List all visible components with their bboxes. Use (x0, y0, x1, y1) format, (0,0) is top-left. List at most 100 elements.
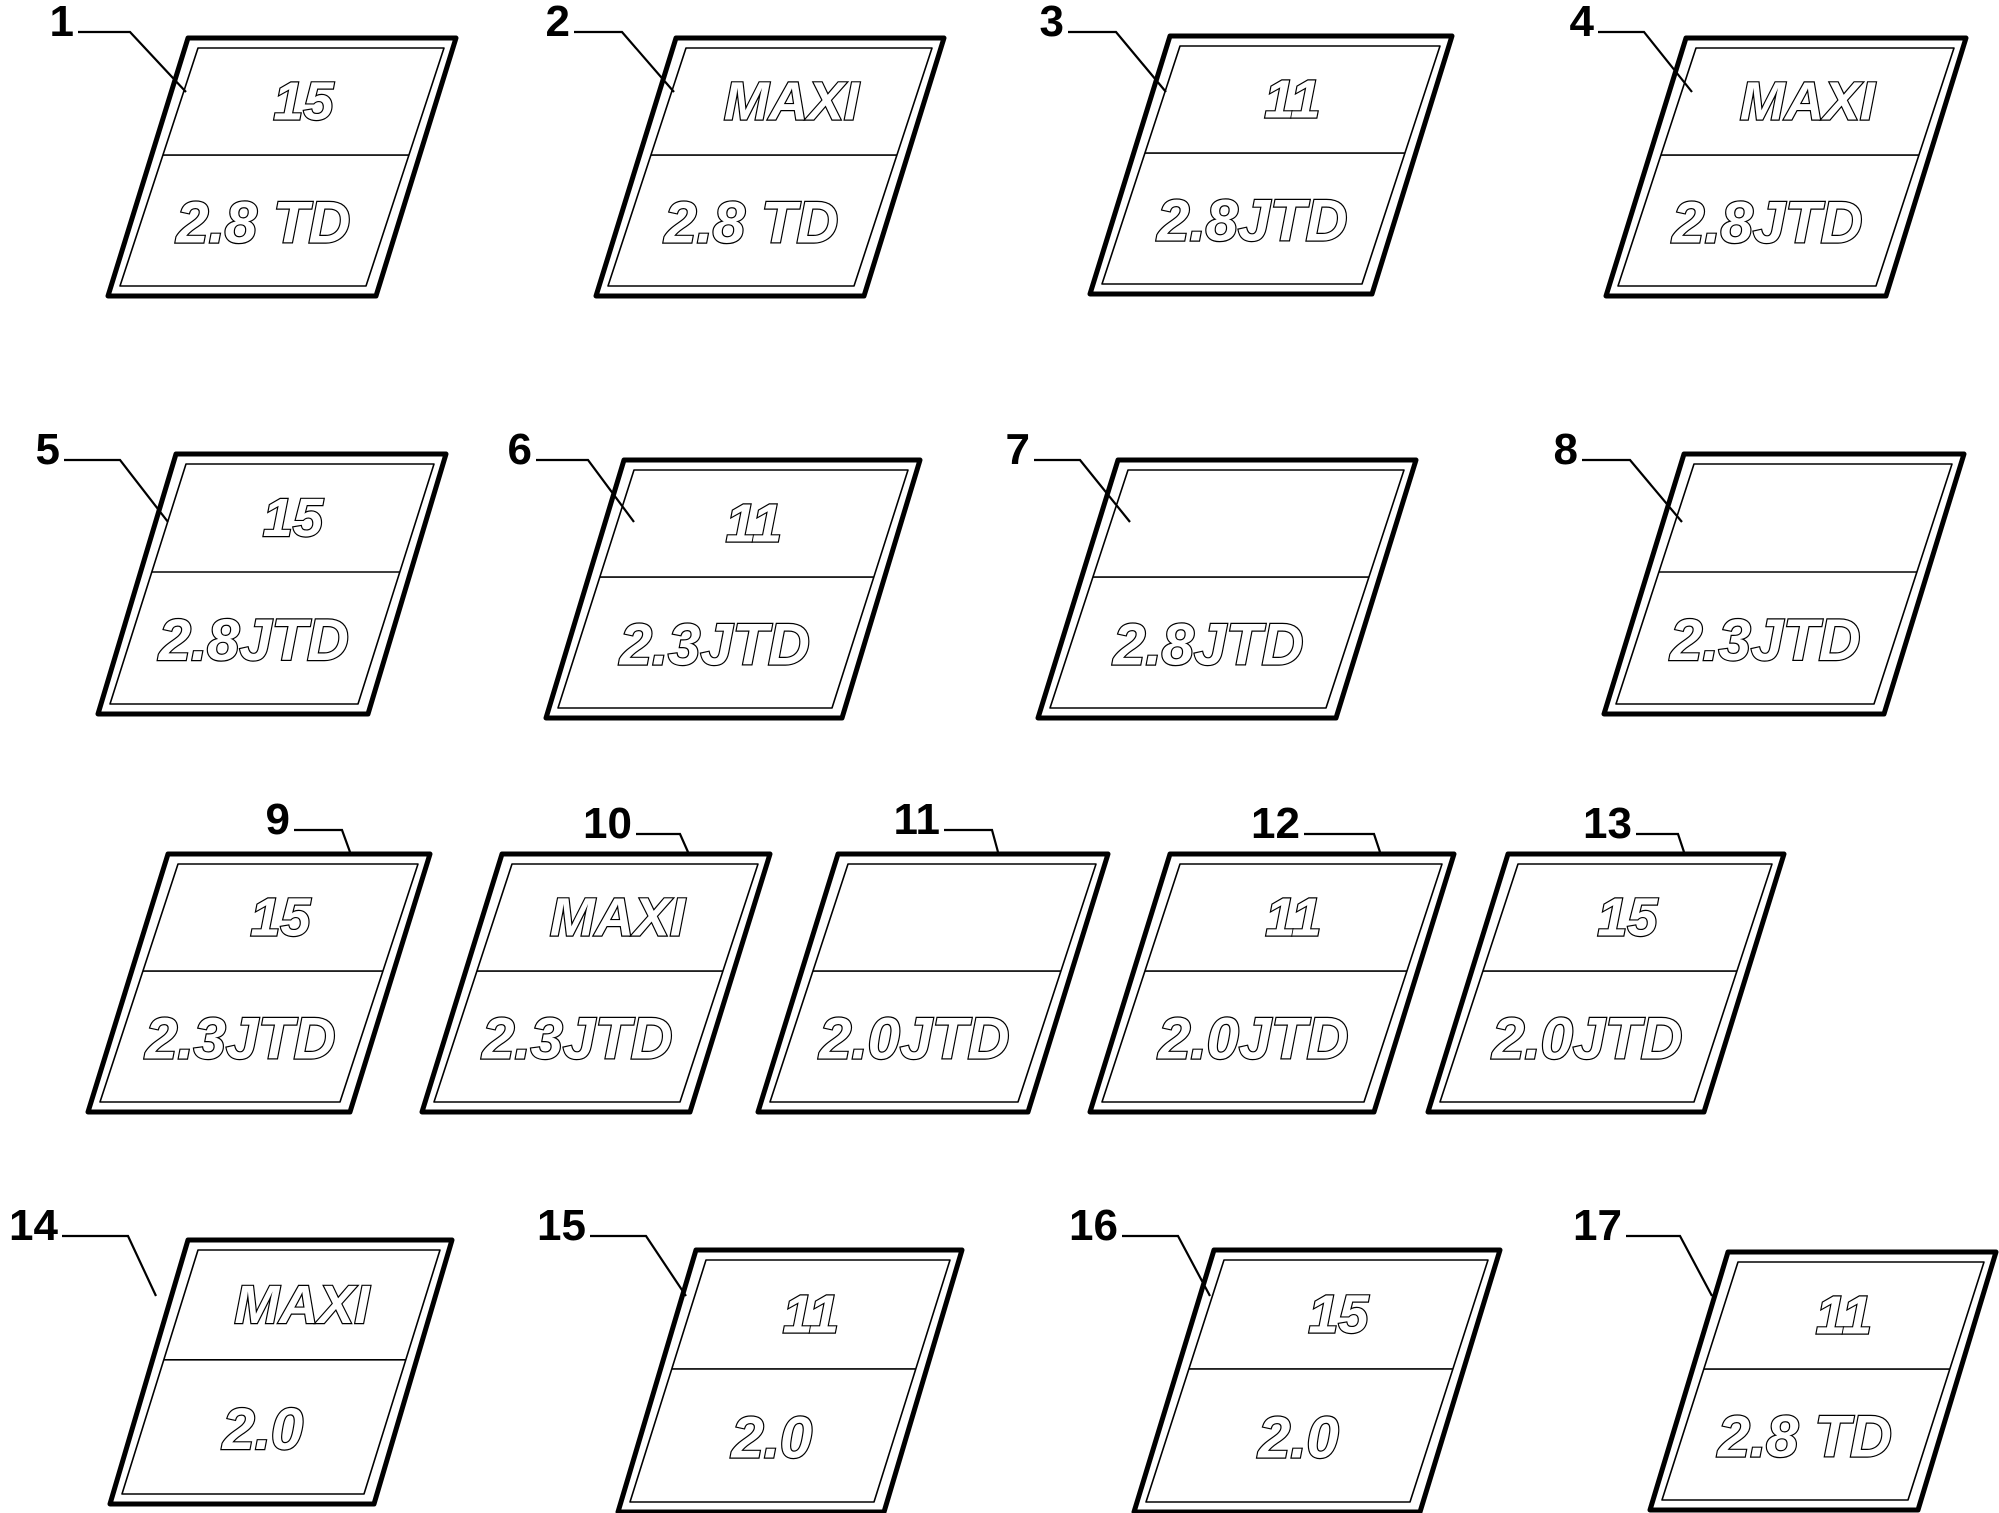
callout-number: 15 (537, 1201, 586, 1250)
callout-leader-line (1582, 458, 1683, 523)
callout-number: 7 (1006, 425, 1030, 474)
badge-bottom-label: 2.0 (222, 1397, 304, 1462)
badge-bottom-label: 2.0JTD (1157, 1007, 1348, 1072)
badge-inner-border (1439, 863, 1773, 1103)
badge-12: 11 2.0JTD 12 (1087, 799, 1457, 1115)
badge-inner-border (1145, 1259, 1489, 1503)
badge-bottom-label: 2.3JTD (481, 1007, 672, 1072)
badge-7: 2.8JTD 7 (1006, 425, 1419, 721)
callout-leader-line (944, 828, 1000, 853)
badge-9: 15 2.3JTD 9 (85, 795, 433, 1115)
badge-17: 11 2.8 TD 17 (1573, 1201, 1999, 1513)
callout-leader-line (536, 458, 635, 523)
badge-inner-border (1101, 45, 1441, 285)
callout-leader-line (1034, 458, 1131, 523)
badge-10: MAXI 2.3JTD 10 (419, 799, 773, 1115)
badge-8: 2.3JTD 8 (1554, 425, 1967, 717)
callout-number: 17 (1573, 1201, 1622, 1250)
badge-bottom-label: 2.0JTD (818, 1007, 1009, 1072)
callout-number: 12 (1251, 799, 1300, 848)
badge-bottom-label: 2.8 TD (175, 191, 350, 256)
callout-number: 4 (1570, 0, 1595, 46)
badge-inner-border (1661, 1261, 1985, 1501)
callout-number: 14 (9, 1201, 58, 1250)
badge-bottom-label: 2.8 TD (663, 191, 838, 256)
badge-bottom-label: 2.0 (731, 1405, 813, 1470)
badge-inner-border (109, 463, 435, 705)
callout-leader-line (1122, 1234, 1211, 1297)
callout-leader-line (64, 458, 169, 523)
badge-4: MAXI 2.8JTD 4 (1570, 0, 1969, 299)
badge-14: MAXI 2.0 14 (9, 1201, 455, 1507)
badge-top-label: 11 (1816, 1286, 1872, 1346)
callout-number: 13 (1583, 799, 1632, 848)
callout-leader-line (1636, 832, 1686, 853)
badge-inner-border (629, 1259, 951, 1503)
badge-top-label: MAXI (724, 72, 860, 132)
badge-inner-border (99, 863, 419, 1103)
badge-inner-border (1615, 463, 1953, 705)
callout-leader-line (294, 828, 352, 853)
callout-number: 16 (1069, 1201, 1118, 1250)
callout-number: 6 (508, 425, 532, 474)
badge-top-label: 11 (1265, 888, 1321, 948)
badge-top-label: MAXI (234, 1275, 370, 1335)
badge-inner-border (433, 863, 759, 1103)
badge-bottom-label: 2.8JTD (1156, 189, 1347, 254)
badge-top-label: 15 (250, 888, 311, 948)
badge-13: 15 2.0JTD 13 (1425, 799, 1787, 1115)
badge-inner-border (1049, 469, 1405, 709)
callout-leader-line (574, 30, 675, 93)
callout-number: 10 (583, 799, 632, 848)
callout-number: 8 (1554, 425, 1578, 474)
callout-number: 2 (546, 0, 570, 46)
badge-top-label: 11 (783, 1284, 839, 1344)
badge-16: 15 2.0 16 (1069, 1201, 1503, 1513)
badge-2: MAXI 2.8 TD 2 (546, 0, 947, 299)
callout-number: 5 (36, 425, 60, 474)
badge-top-label: 15 (1308, 1284, 1369, 1344)
badge-top-label: MAXI (1740, 72, 1876, 132)
badge-bottom-label: 2.8JTD (158, 608, 349, 673)
badge-inner-border (557, 469, 909, 709)
badge-bottom-label: 2.8JTD (1671, 191, 1862, 256)
badge-top-label: 11 (726, 494, 782, 554)
badge-inner-border (607, 47, 933, 287)
badge-bottom-label: 2.0JTD (1491, 1007, 1682, 1072)
badge-bottom-label: 2.3JTD (619, 613, 810, 678)
callout-leader-line (590, 1234, 687, 1297)
badge-top-label: 15 (1597, 888, 1658, 948)
callout-leader-line (78, 30, 187, 93)
badge-inner-border (1101, 863, 1443, 1103)
badge-5: 15 2.8JTD 5 (36, 425, 449, 717)
badge-inner-border (769, 863, 1097, 1103)
badge-inner-border (1617, 47, 1955, 287)
badge-bottom-label: 2.0 (1257, 1405, 1339, 1470)
badge-bottom-label: 2.3JTD (144, 1007, 335, 1072)
badge-bottom-label: 2.3JTD (1669, 608, 1860, 673)
badge-6: 11 2.3JTD 6 (508, 425, 923, 721)
callout-number: 11 (893, 795, 940, 844)
callout-leader-line (1598, 30, 1693, 93)
badge-top-label: MAXI (550, 888, 686, 948)
badge-bottom-label: 2.8 TD (1717, 1405, 1892, 1470)
badge-top-label: 15 (273, 72, 334, 132)
badge-inner-border (119, 47, 445, 287)
callout-leader-line (636, 832, 690, 853)
badge-15: 11 2.0 15 (537, 1201, 965, 1513)
callout-leader-line (62, 1234, 157, 1297)
badge-bottom-label: 2.8JTD (1112, 613, 1303, 678)
badge-inner-border (121, 1249, 441, 1495)
badge-1: 15 2.8 TD 1 (50, 0, 459, 299)
callout-number: 9 (266, 795, 290, 844)
callout-number: 3 (1040, 0, 1064, 46)
callout-number: 1 (50, 0, 74, 46)
callout-leader-line (1626, 1234, 1713, 1297)
badge-3: 11 2.8JTD 3 (1040, 0, 1455, 297)
callout-leader-line (1068, 30, 1167, 93)
badge-11: 2.0JTD 11 (755, 795, 1111, 1115)
badge-top-label: 11 (1264, 70, 1320, 130)
badge-top-label: 15 (263, 488, 324, 548)
